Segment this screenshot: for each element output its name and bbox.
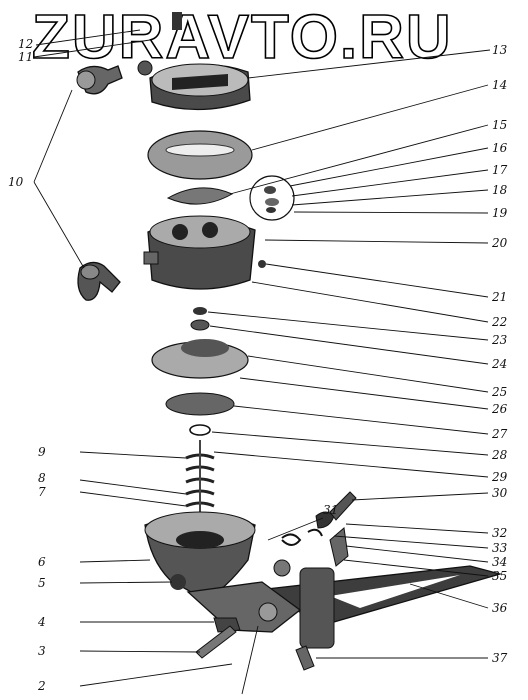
part-spring-33 (281, 527, 349, 567)
part-top-cover-13 (137, 12, 251, 111)
callout-labels: 2 3 4 5 6 7 8 9 10 11 12 13 14 15 16 17 … (8, 37, 508, 693)
callout-26: 26 (491, 402, 508, 416)
part-valve-disk-17 (249, 175, 295, 221)
callout-34: 34 (492, 555, 507, 569)
part-elbow-fitting-bottom (77, 261, 121, 301)
callout-27: 27 (491, 427, 508, 441)
watermark: ZURAVTO.RU (32, 3, 453, 72)
callout-23: 23 (491, 333, 508, 347)
leader-lines (33, 29, 491, 695)
callout-21: 21 (491, 290, 507, 304)
callout-4: 4 (37, 615, 46, 629)
callout-17: 17 (492, 163, 508, 177)
callout-8: 8 (38, 471, 46, 485)
callout-24: 24 (491, 357, 507, 371)
callout-35: 35 (492, 569, 507, 583)
callout-6: 6 (38, 555, 46, 569)
part-gasket-14 (147, 130, 253, 180)
callout-18: 18 (492, 183, 508, 197)
callout-13: 13 (492, 43, 508, 57)
callout-25: 25 (491, 385, 507, 399)
part-shaft-assembly (186, 559, 302, 633)
part-screen-15 (166, 187, 234, 205)
part-pin-3 (195, 625, 237, 659)
callout-19: 19 (492, 206, 508, 220)
callout-15: 15 (492, 118, 507, 132)
part-washer-28 (189, 424, 211, 436)
part-elbow-fitting-top (76, 65, 123, 95)
part-pin-37 (295, 645, 315, 671)
callout-11: 11 (18, 50, 33, 64)
callout-20: 20 (491, 236, 508, 250)
callout-2: 2 (37, 679, 46, 693)
part-lower-housing (144, 511, 256, 601)
callout-28: 28 (491, 448, 508, 462)
part-lever-36 (255, 565, 503, 649)
callout-14: 14 (492, 78, 507, 92)
part-rod-31 (315, 491, 357, 529)
callout-16: 16 (492, 141, 508, 155)
part-pump-body (143, 215, 266, 290)
callout-5: 5 (38, 576, 46, 590)
callout-33: 33 (492, 541, 508, 555)
part-spring (185, 440, 215, 520)
part-diaphragm-assembly (151, 339, 249, 416)
callout-12: 12 (18, 37, 33, 51)
callout-36: 36 (492, 601, 508, 615)
callout-9: 9 (38, 445, 46, 459)
callout-10: 10 (8, 175, 24, 189)
callout-29: 29 (491, 470, 508, 484)
callout-7: 7 (38, 485, 46, 499)
callout-22: 22 (491, 315, 507, 329)
callout-31: 31 (323, 503, 338, 517)
part-washers-22-23 (190, 307, 210, 331)
callout-30: 30 (492, 486, 508, 500)
callout-37: 37 (492, 651, 508, 665)
callout-32: 32 (492, 526, 507, 540)
callout-3: 3 (38, 644, 46, 658)
